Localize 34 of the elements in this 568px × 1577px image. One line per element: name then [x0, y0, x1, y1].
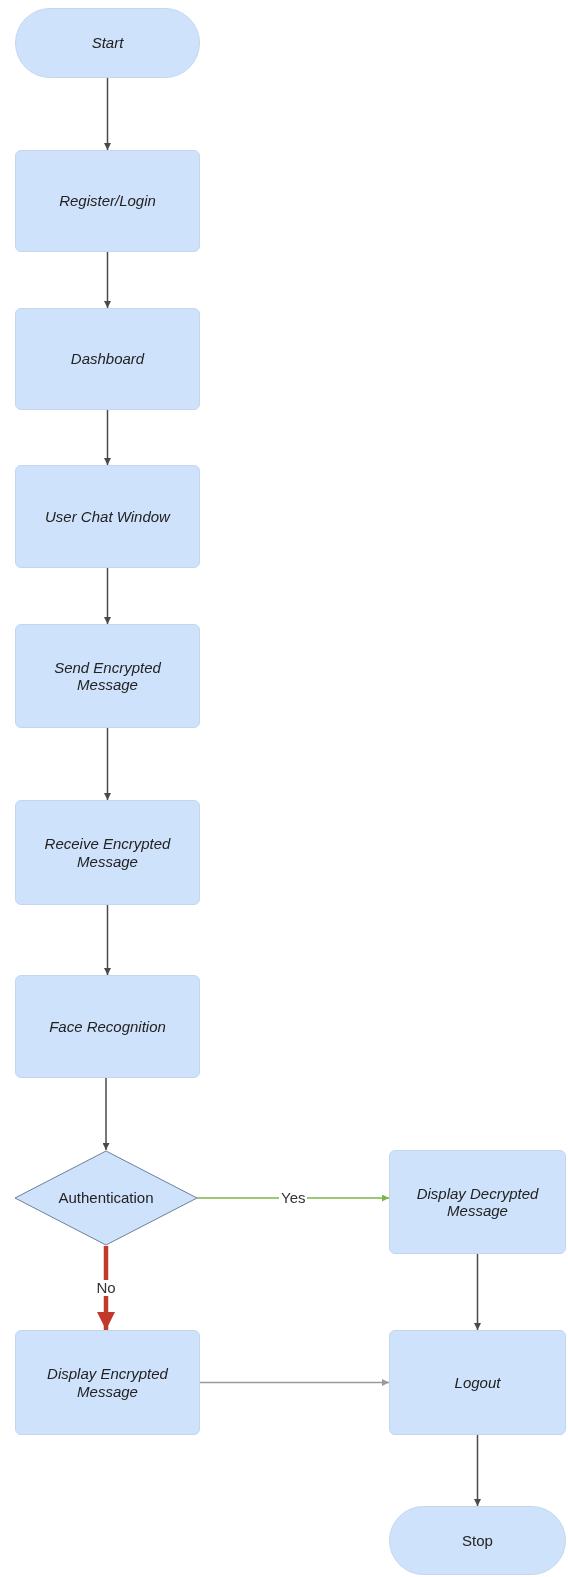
node-label: Register/Login [58, 192, 157, 210]
node-label: Authentication [57, 1189, 155, 1207]
arrow [199, 1379, 390, 1386]
node-label: Display Decrypted Message [415, 1184, 540, 1220]
process-box [15, 150, 200, 252]
arrow [97, 1246, 115, 1330]
process-box [389, 1150, 566, 1254]
node-label: User Chat Window [44, 507, 172, 526]
process-box [389, 1330, 566, 1435]
process-box [15, 624, 200, 728]
arrow [474, 1253, 481, 1331]
decision-diamond [15, 1150, 197, 1246]
node-label: Dashboard [69, 350, 146, 368]
node-label: Start [90, 34, 125, 52]
arrow [104, 567, 111, 625]
arrow [104, 251, 111, 309]
node-label: Receive Encrypted Message [43, 835, 172, 870]
process-box [15, 800, 200, 905]
arrow [104, 727, 111, 801]
arrow [104, 409, 111, 466]
node-label: Display Encrypted Message [46, 1365, 169, 1400]
node-label: Send Encrypted Message [53, 658, 162, 694]
process-box [15, 308, 200, 410]
arrow [104, 77, 111, 151]
process-box [15, 1330, 200, 1435]
node-label: Stop [461, 1531, 494, 1550]
edge-label: No [94, 1279, 118, 1296]
process-box [15, 975, 200, 1078]
arrow [104, 904, 111, 976]
arrow [474, 1434, 481, 1507]
process-box [15, 465, 200, 568]
arrow [102, 1077, 110, 1151]
node-label: Logout [453, 1373, 502, 1392]
node-label: Face Recognition [48, 1017, 167, 1036]
